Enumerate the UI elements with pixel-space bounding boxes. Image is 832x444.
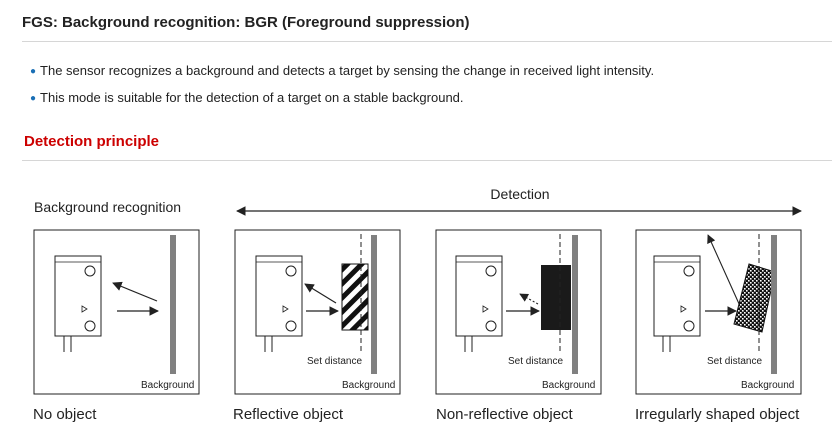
- weak-reflected-light-arrow: [519, 293, 539, 305]
- bullet-text: The sensor recognizes a background and d…: [40, 63, 655, 78]
- panel-irregularly-shaped-object: Set distance Background: [635, 229, 802, 395]
- background-surface: [371, 235, 377, 374]
- reflected-light-arrow: [112, 281, 158, 302]
- deflected-light-arrow: [707, 234, 741, 307]
- bullet-text: This mode is suitable for the detection …: [40, 90, 464, 105]
- sensor-icon: [54, 255, 102, 352]
- panel-no-object: Background: [33, 229, 200, 395]
- bullet-item: ●The sensor recognizes a background and …: [30, 63, 654, 78]
- background-surface: [771, 235, 777, 374]
- set-distance-label: Set distance: [508, 356, 563, 367]
- background-recognition-label: Background recognition: [34, 199, 181, 215]
- panel-reflective-object: Set distance Background: [234, 229, 401, 395]
- set-distance-label: Set distance: [707, 356, 762, 367]
- sensor-icon: [653, 255, 701, 352]
- background-label: Background: [741, 380, 794, 391]
- reflective-target: [341, 263, 369, 331]
- background-label: Background: [342, 380, 395, 391]
- panel-caption: Non-reflective object: [436, 406, 574, 423]
- irregular-target: [733, 263, 776, 333]
- sensor-icon: [455, 255, 503, 352]
- panel-caption: No object: [33, 406, 97, 423]
- bullet-item: ●This mode is suitable for the detection…: [30, 90, 464, 105]
- background-label: Background: [542, 380, 595, 391]
- background-surface: [572, 235, 578, 374]
- panel-caption: Reflective object: [233, 406, 344, 423]
- panel-caption: Irregularly shaped object: [635, 406, 800, 423]
- background-label: Background: [141, 380, 194, 391]
- bullet-dot-icon: ●: [30, 66, 37, 77]
- set-distance-label: Set distance: [307, 356, 362, 367]
- title-divider: [22, 41, 832, 42]
- section-title: Detection principle: [24, 133, 160, 150]
- sensor-icon: [255, 255, 303, 352]
- background-surface: [170, 235, 176, 374]
- non-reflective-target: [541, 265, 571, 330]
- bullet-dot-icon: ●: [30, 93, 37, 104]
- page-title: FGS: Background recognition: BGR (Foregr…: [22, 14, 470, 31]
- section-divider: [22, 160, 832, 161]
- panel-non-reflective-object: Set distance Background: [435, 229, 602, 395]
- reflected-light-arrow: [304, 283, 337, 304]
- detection-label: Detection: [490, 186, 549, 202]
